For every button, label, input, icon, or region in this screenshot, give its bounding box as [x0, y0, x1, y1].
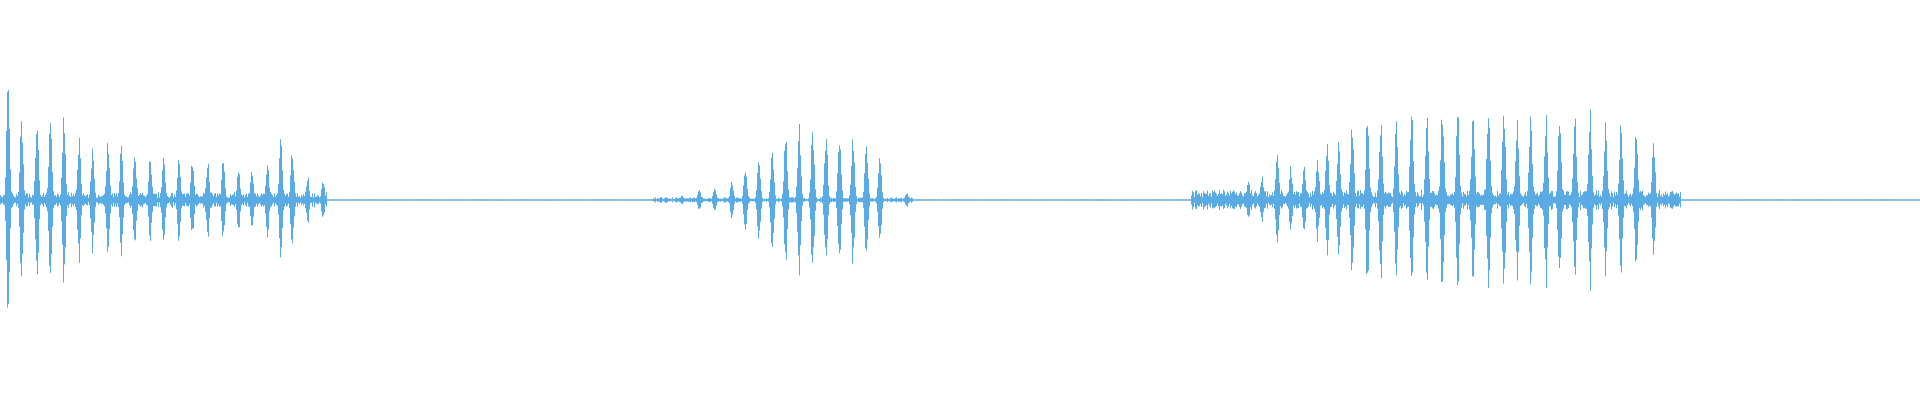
waveform-signal: [0, 90, 1920, 308]
